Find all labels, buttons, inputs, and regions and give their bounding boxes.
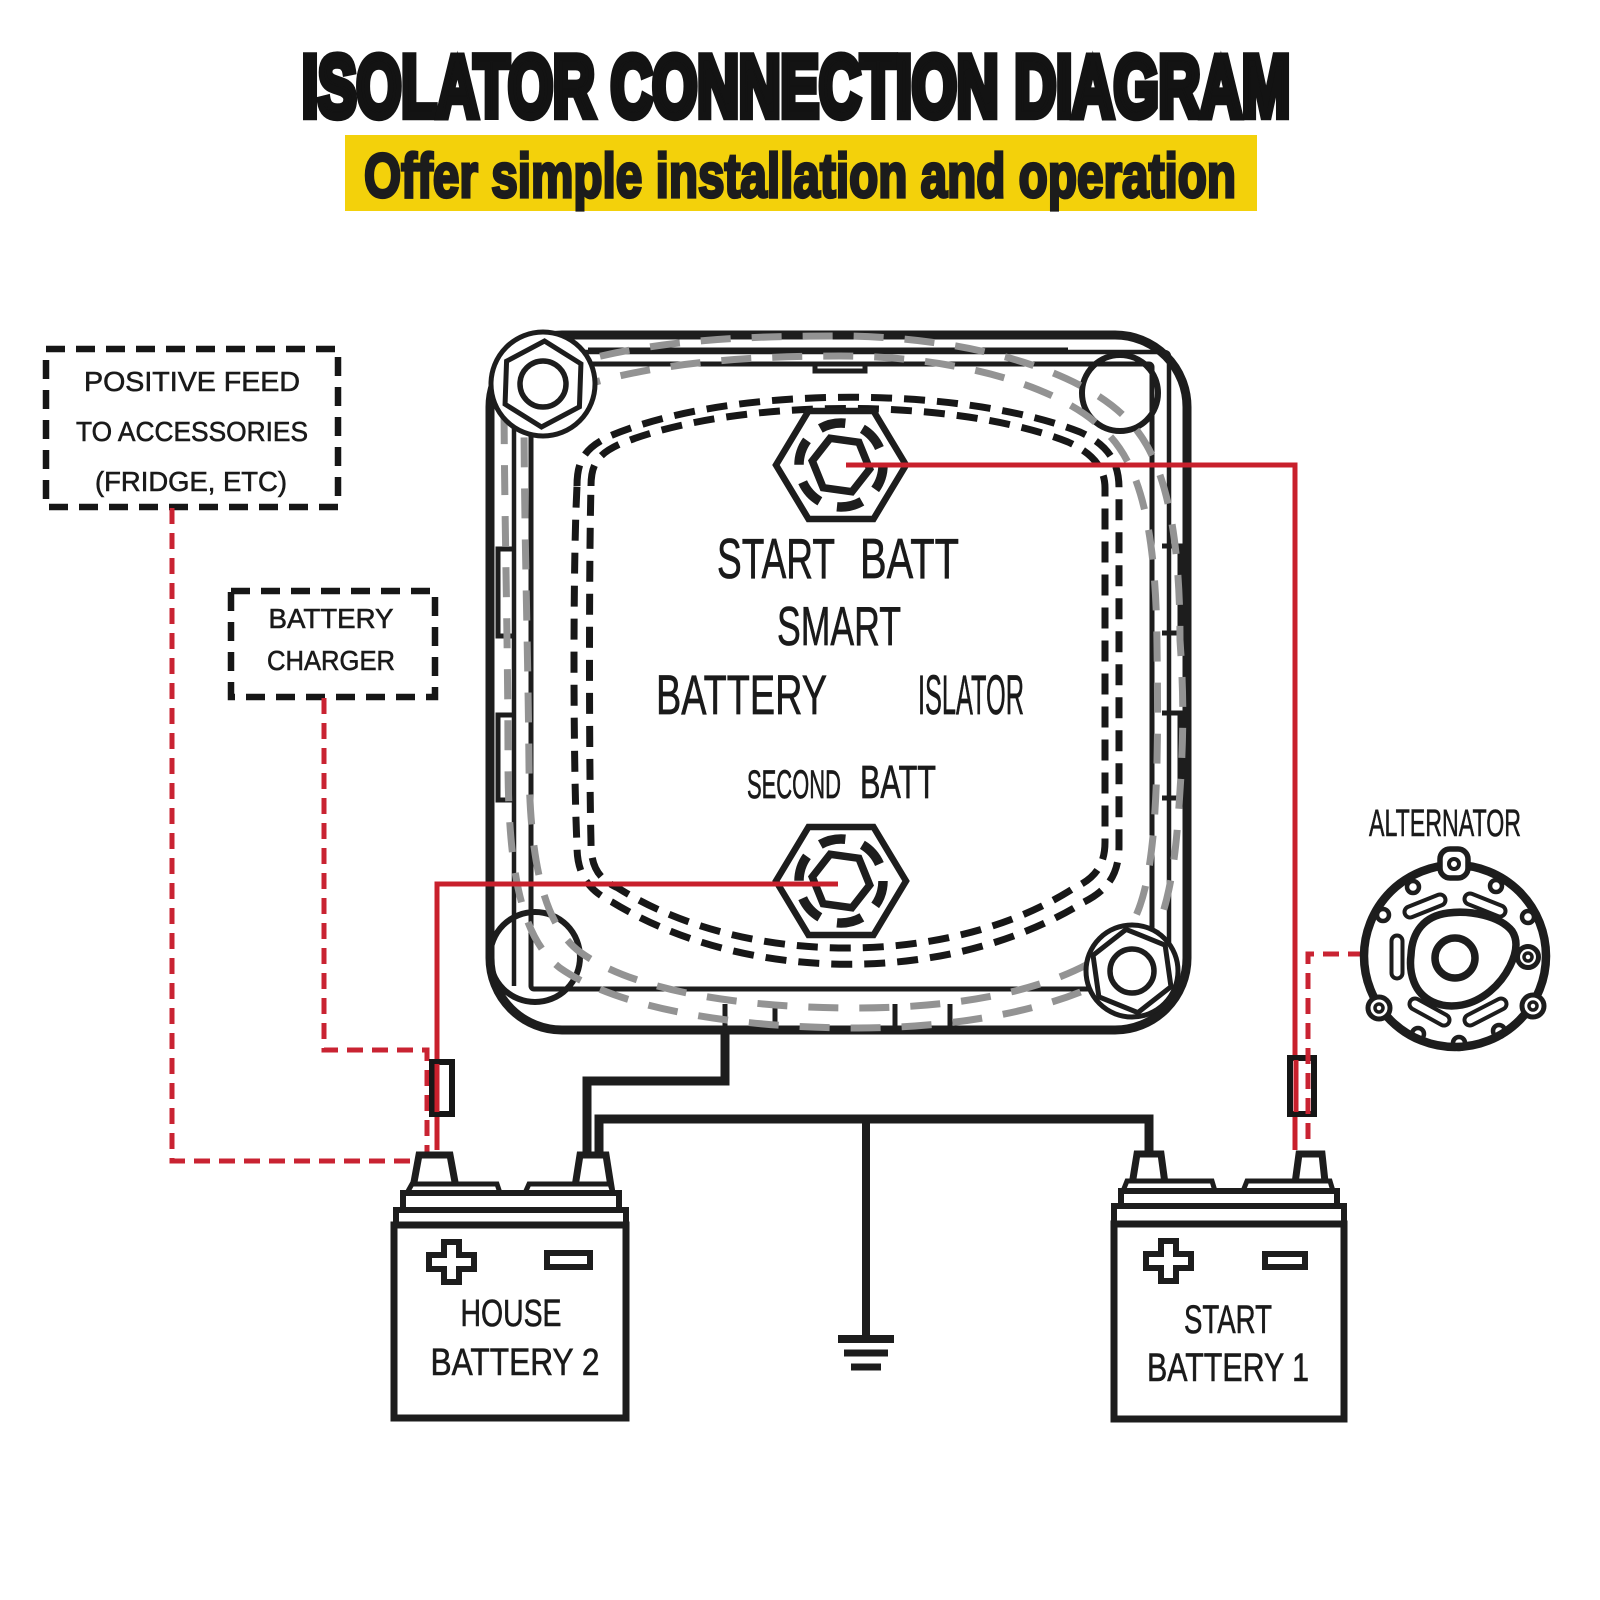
svg-text:HOUSE: HOUSE <box>461 1293 562 1335</box>
svg-text:BATTERY 1: BATTERY 1 <box>1147 1346 1309 1390</box>
svg-text:Offer simple installation and: Offer simple installation and operation <box>364 142 1236 211</box>
svg-text:SECOND: SECOND <box>747 763 841 807</box>
svg-text:ALTERNATOR: ALTERNATOR <box>1369 803 1521 845</box>
svg-text:BATTERY: BATTERY <box>269 603 394 634</box>
svg-text:POSITIVE FEED: POSITIVE FEED <box>84 366 300 397</box>
svg-text:START: START <box>717 527 835 591</box>
svg-text:(FRIDGE, ETC): (FRIDGE, ETC) <box>95 466 287 497</box>
svg-text:CHARGER: CHARGER <box>267 645 395 676</box>
svg-text:SMART: SMART <box>777 595 901 657</box>
svg-text:ISOLATOR CONNECTION DIAGRAM: ISOLATOR CONNECTION DIAGRAM <box>302 39 1290 135</box>
svg-text:START: START <box>1184 1298 1272 1342</box>
svg-text:BATT: BATT <box>860 527 959 591</box>
svg-text:BATTERY 2: BATTERY 2 <box>431 1342 600 1384</box>
svg-text:TO ACCESSORIES: TO ACCESSORIES <box>76 416 308 447</box>
svg-text:BATTERY: BATTERY <box>656 663 827 726</box>
svg-text:BATT: BATT <box>860 756 936 808</box>
svg-text:ISLATOR: ISLATOR <box>918 663 1024 726</box>
